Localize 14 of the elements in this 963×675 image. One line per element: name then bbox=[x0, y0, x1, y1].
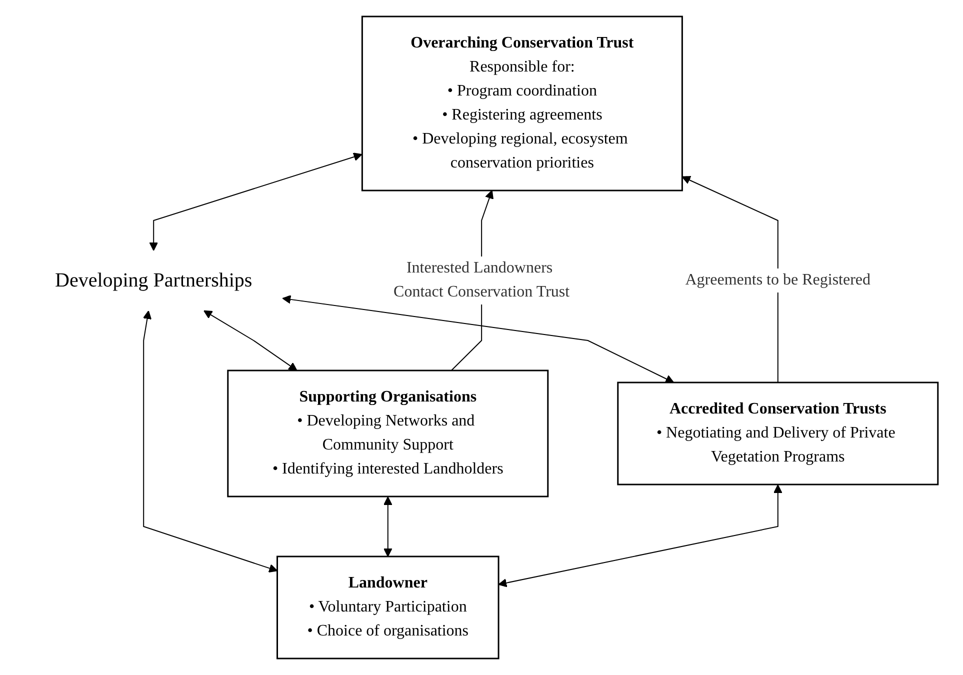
node-box: Supporting Organisations • Developing Networks and Community Support • Identifying interested Landholders bbox=[227, 370, 549, 498]
edge-label: Interested Landowners Contact Conservation Trust bbox=[394, 260, 570, 300]
node-box: Accredited Conservation Trusts • Negotiating and Delivery of Private Vegetation Programs bbox=[617, 382, 939, 486]
arrow bbox=[384, 496, 392, 557]
arrow bbox=[282, 295, 674, 383]
arrow bbox=[149, 152, 362, 251]
node-text: Developing Partnerships bbox=[55, 270, 252, 292]
arrow bbox=[682, 176, 778, 383]
node-box: Overarching Conservation Trust Responsible for: • Program coordination • Registering agreements • Developing regional, ecosystem conservation priorities bbox=[361, 16, 683, 192]
arrow bbox=[498, 484, 782, 588]
arrow bbox=[204, 310, 298, 371]
arrow bbox=[142, 310, 278, 572]
edge-label: Agreements to be Registered bbox=[685, 272, 871, 288]
node-box: Landowner • Voluntary Participation • Choice of organisations bbox=[276, 556, 500, 660]
